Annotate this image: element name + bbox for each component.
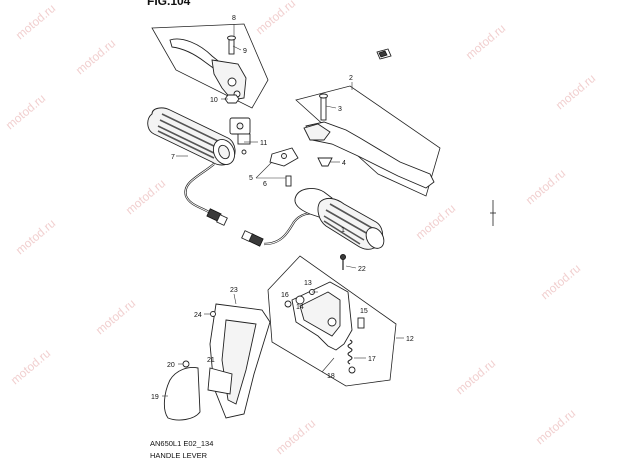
bolt-15 bbox=[357, 317, 365, 329]
assembly-frame-12 bbox=[267, 255, 397, 387]
switch-plate-hole bbox=[281, 153, 287, 159]
screw-22 bbox=[339, 253, 346, 260]
perch-boss bbox=[227, 77, 237, 87]
bolt-16 bbox=[284, 300, 292, 308]
callout-19: 19 bbox=[151, 394, 159, 401]
connector-right-tip bbox=[241, 230, 253, 242]
left-grip-ribs bbox=[157, 113, 221, 159]
left-grip-bore bbox=[218, 144, 230, 160]
screw-24 bbox=[210, 311, 216, 317]
leader bbox=[255, 161, 273, 179]
watermark-layer: motod.ru motod.ru motod.ru motod.ru moto… bbox=[3, 0, 598, 457]
callout-17: 17 bbox=[368, 356, 376, 363]
connector-left-tip bbox=[216, 214, 228, 226]
diagram-name: HANDLE LEVER bbox=[150, 451, 208, 460]
spring-anchor bbox=[348, 366, 356, 374]
watermark: motod.ru bbox=[463, 21, 508, 62]
callout-10: 10 bbox=[210, 97, 218, 104]
lever-cover-insert bbox=[378, 50, 388, 58]
watermark: motod.ru bbox=[123, 176, 168, 217]
callout-6: 6 bbox=[263, 181, 267, 188]
left-grip bbox=[147, 107, 236, 166]
leader bbox=[321, 357, 335, 373]
figure-title: FIG.104 bbox=[147, 0, 191, 8]
callout-12: 12 bbox=[406, 336, 414, 343]
callout-1: 1 bbox=[341, 227, 345, 234]
watermark: motod.ru bbox=[93, 296, 138, 337]
leader bbox=[325, 105, 337, 109]
callout-8: 8 bbox=[232, 15, 236, 22]
assembly-frame-2 bbox=[295, 85, 441, 197]
callout-7: 7 bbox=[171, 154, 175, 161]
lever-adjuster bbox=[317, 157, 333, 167]
brake-pivot-bolt bbox=[320, 95, 327, 121]
right-grip bbox=[294, 188, 385, 270]
callout-24: 24 bbox=[194, 312, 202, 319]
callout-22: 22 bbox=[358, 266, 366, 273]
mirror-cover-19 bbox=[163, 367, 201, 421]
bracket-assembly bbox=[267, 255, 397, 387]
callout-15: 15 bbox=[360, 308, 368, 315]
callout-2: 2 bbox=[349, 75, 353, 82]
grommet-16 bbox=[295, 295, 305, 305]
callout-9: 9 bbox=[243, 48, 247, 55]
left-cable bbox=[184, 163, 215, 215]
callout-11: 11 bbox=[260, 140, 267, 147]
watermark: motod.ru bbox=[553, 71, 598, 112]
callout-16: 16 bbox=[281, 292, 289, 299]
leader bbox=[233, 293, 237, 305]
callout-20: 20 bbox=[167, 362, 175, 369]
watermark: motod.ru bbox=[253, 0, 298, 37]
brake-pivot-bolt-head bbox=[319, 93, 328, 99]
watermark: motod.ru bbox=[273, 416, 318, 457]
brake-lever-pivot bbox=[303, 123, 331, 141]
screw-20 bbox=[182, 360, 190, 368]
bracket-boss bbox=[327, 317, 337, 327]
watermark: motod.ru bbox=[538, 261, 583, 302]
leader bbox=[345, 265, 357, 269]
right-grip-ribs bbox=[323, 203, 373, 245]
grip-heater-cable bbox=[184, 163, 317, 247]
watermark: motod.ru bbox=[13, 216, 58, 257]
callouts: 8 9 10 2 3 4 5 6 11 7 22 1 12 13 14 15 1… bbox=[151, 15, 414, 401]
return-spring bbox=[347, 339, 353, 365]
switch-housing bbox=[229, 117, 299, 187]
hand-guard-assembly bbox=[163, 303, 271, 421]
callout-4: 4 bbox=[342, 160, 346, 167]
callout-13: 13 bbox=[304, 280, 312, 287]
brake-lever-assembly bbox=[295, 48, 441, 197]
leader bbox=[232, 45, 242, 51]
screw-6 bbox=[285, 175, 292, 187]
brake-lever-blade bbox=[305, 121, 435, 189]
watermark: motod.ru bbox=[13, 1, 58, 42]
watermark: motod.ru bbox=[8, 346, 53, 387]
assembly-frame-8 bbox=[151, 23, 269, 109]
callout-23: 23 bbox=[230, 287, 238, 294]
callout-3: 3 bbox=[338, 106, 342, 113]
leader-lines bbox=[162, 24, 404, 397]
watermark: motod.ru bbox=[453, 356, 498, 397]
callout-21: 21 bbox=[207, 357, 215, 364]
watermark: motod.ru bbox=[3, 91, 48, 132]
callout-18: 18 bbox=[327, 373, 335, 380]
diagram-code: AN650L1 E02_134 bbox=[150, 439, 213, 448]
left-cable-inner bbox=[185, 163, 215, 215]
watermark: motod.ru bbox=[533, 406, 578, 447]
callout-14: 14 bbox=[296, 304, 304, 311]
pivot-bolt-head bbox=[227, 35, 236, 41]
switch-screw bbox=[236, 122, 244, 130]
switch-bracket bbox=[237, 133, 251, 145]
callout-5: 5 bbox=[249, 175, 253, 182]
screw-11 bbox=[241, 149, 247, 155]
right-cable-inner bbox=[263, 212, 317, 245]
guard-insert-21 bbox=[207, 367, 233, 395]
clutch-lever-assembly bbox=[151, 23, 269, 109]
watermark: motod.ru bbox=[73, 36, 118, 77]
right-grip-end bbox=[365, 227, 385, 249]
watermark: motod.ru bbox=[523, 166, 568, 207]
watermark: motod.ru bbox=[413, 201, 458, 242]
